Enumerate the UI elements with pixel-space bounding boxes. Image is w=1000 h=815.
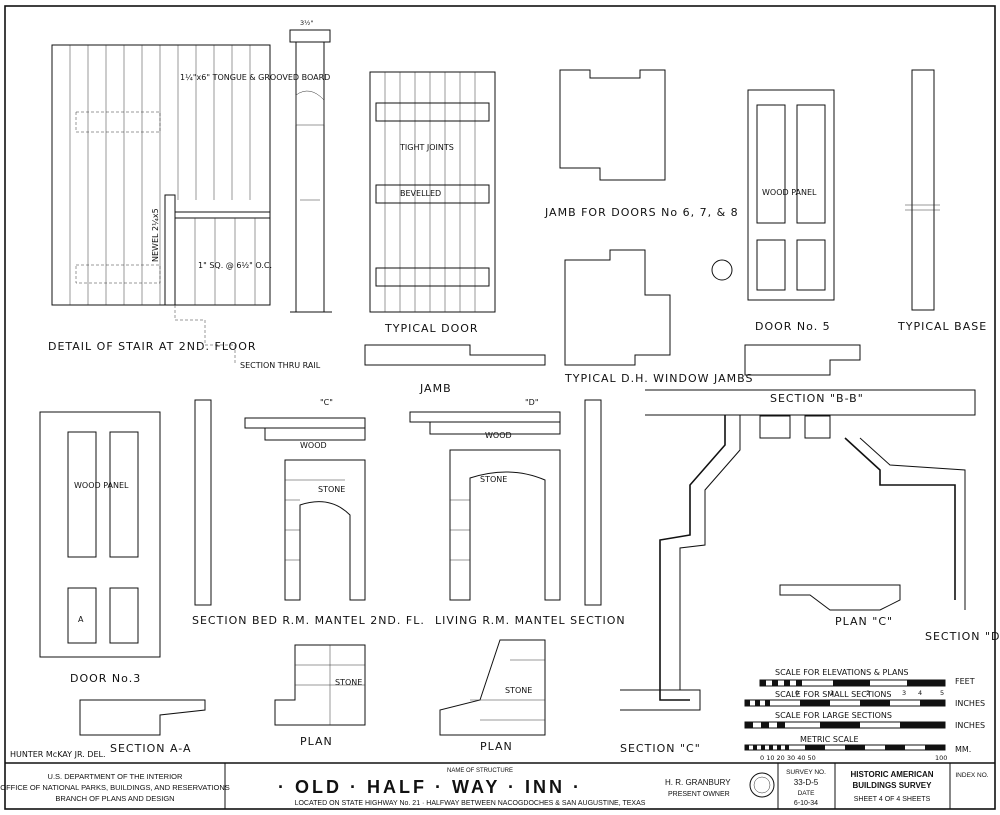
structure-name-label: NAME OF STRUCTURE xyxy=(447,768,513,774)
scale1-label: SCALE FOR ELEVATIONS & PLANS xyxy=(775,668,909,677)
door-note-bevelled: BEVELLED xyxy=(400,189,441,198)
scale4-unit: MM. xyxy=(955,745,971,754)
delineator: HUNTER McKAY JR. DEL. xyxy=(10,750,106,759)
svg-text:5: 5 xyxy=(940,689,944,697)
bed-mantel-title: SECTION BED R.M. MANTEL 2ND. FL. xyxy=(192,614,425,627)
metric-end: 100 xyxy=(935,754,947,762)
rail-section: 3½" xyxy=(289,19,332,313)
stair-note-newel: NEWEL 2¼x5 xyxy=(151,208,160,262)
survey-no: 33-D-5 xyxy=(794,778,819,787)
bed-room-mantel: "C" WOOD STONE SECTION BED R.M. MANTEL 2… xyxy=(192,398,425,627)
rail-dim-top: 3½" xyxy=(300,19,313,27)
section-c-d: PLAN "C" SECTION "D" SECTION "C" xyxy=(620,389,1000,755)
door5-title: DOOR No. 5 xyxy=(755,320,831,333)
typical-base-title: TYPICAL BASE xyxy=(897,320,987,333)
survey-label: SURVEY NO. xyxy=(786,769,826,776)
stair-title: DETAIL OF STAIR AT 2ND. FLOOR xyxy=(48,340,257,353)
svg-text:1: 1 xyxy=(830,689,834,697)
svg-text:2: 2 xyxy=(866,689,870,697)
scale2-label: SCALE FOR SMALL SECTIONS xyxy=(775,690,891,699)
index-label: INDEX NO. xyxy=(955,772,988,779)
door3-title: DOOR No.3 xyxy=(70,672,141,685)
door-3: WOOD PANEL A DOOR No.3 SECTION A-A xyxy=(39,411,206,755)
scale2-unit: INCHES xyxy=(955,699,985,708)
dept-line-1: U.S. DEPARTMENT OF THE INTERIOR xyxy=(48,772,183,781)
jamb-doors-title: JAMB FOR DOORS No 6, 7, & 8 xyxy=(544,206,739,219)
svg-text:3: 3 xyxy=(902,689,906,697)
jamb-title: JAMB xyxy=(419,382,452,395)
section-d-title: SECTION "D" xyxy=(925,630,1000,643)
jamb-for-doors: JAMB FOR DOORS No 6, 7, & 8 xyxy=(544,69,739,219)
scale1-unit: FEET xyxy=(955,677,975,686)
door-5: WOOD PANEL DOOR No. 5 xyxy=(747,89,835,333)
plan-left-title: PLAN xyxy=(300,735,333,748)
section-thru-rail-label: SECTION THRU RAIL xyxy=(240,361,321,370)
plan-right-title: PLAN xyxy=(480,740,513,753)
typical-door-title: TYPICAL DOOR xyxy=(384,322,479,335)
door5-note: WOOD PANEL xyxy=(762,188,817,197)
door3-marker: A xyxy=(78,615,84,624)
plan-right-stone: STONE xyxy=(505,686,532,695)
window-jamb: TYPICAL D.H. WINDOW JAMBS xyxy=(564,249,753,385)
living-room-mantel: "D" WOOD STONE LIVING R.M. MANTEL SECTIO… xyxy=(409,398,626,627)
structure-location: LOCATED ON STATE HIGHWAY No. 21 · HALFWA… xyxy=(295,800,646,807)
plan-left: STONE PLAN xyxy=(274,644,366,748)
bed-mantel-wood: WOOD xyxy=(300,441,327,450)
section-c-title: SECTION "C" xyxy=(620,742,701,755)
stair-note-tongue: 1¼"x6" TONGUE & GROOVED BOARD xyxy=(180,73,330,82)
typical-door: TIGHT JOINTS BEVELLED TYPICAL DOOR JAMB xyxy=(364,71,546,395)
habs-seal-icon xyxy=(749,772,775,798)
section-bb: SECTION "B-B" xyxy=(744,344,864,405)
section-aa-title: SECTION A-A xyxy=(110,742,192,755)
plan-right: STONE PLAN xyxy=(439,639,546,753)
living-mantel-title: LIVING R.M. MANTEL SECTION xyxy=(435,614,626,627)
habs-line-1: HISTORIC AMERICAN xyxy=(850,770,933,779)
stair-detail: 1¼"x6" TONGUE & GROOVED BOARD NEWEL 2¼x5… xyxy=(48,44,330,370)
living-mantel-marker: "D" xyxy=(525,398,539,407)
living-mantel-stone: STONE xyxy=(480,475,507,484)
metric-ticks: 0 10 20 30 40 50 xyxy=(760,754,816,762)
scale4-label: METRIC SCALE xyxy=(800,735,859,744)
typical-base: TYPICAL BASE xyxy=(897,69,987,333)
habs-line-2: BUILDINGS SURVEY xyxy=(853,781,933,790)
date-value: 6-10-34 xyxy=(794,800,818,807)
sheet-border xyxy=(4,5,996,810)
bed-mantel-stone: STONE xyxy=(318,485,345,494)
door-note-tight-joints: TIGHT JOINTS xyxy=(399,143,454,152)
scale3-label: SCALE FOR LARGE SECTIONS xyxy=(775,711,892,720)
section-bb-title: SECTION "B-B" xyxy=(770,392,864,405)
svg-text:4: 4 xyxy=(918,689,922,697)
scale-bars: SCALE FOR ELEVATIONS & PLANS FEET 0 1 2 … xyxy=(744,668,985,762)
owner-label: PRESENT OWNER xyxy=(668,791,730,798)
dept-line-3: BRANCH OF PLANS AND DESIGN xyxy=(55,794,174,803)
stair-note-baluster: 1" SQ. @ 6½" O.C. xyxy=(198,261,272,270)
door3-note: WOOD PANEL xyxy=(74,481,129,490)
bed-mantel-marker: "C" xyxy=(320,398,333,407)
date-label: DATE xyxy=(798,790,816,797)
dept-line-2: OFFICE OF NATIONAL PARKS, BUILDINGS, AND… xyxy=(0,783,230,792)
title-block: U.S. DEPARTMENT OF THE INTERIOR OFFICE O… xyxy=(0,763,989,809)
plan-c-title: PLAN "C" xyxy=(835,615,893,628)
svg-text:0: 0 xyxy=(795,689,799,697)
sheet-count: SHEET 4 OF 4 SHEETS xyxy=(854,796,931,803)
window-jamb-title: TYPICAL D.H. WINDOW JAMBS xyxy=(564,372,753,385)
plan-left-stone: STONE xyxy=(335,678,362,687)
owner-name: H. R. GRANBURY xyxy=(665,778,731,787)
living-mantel-wood: WOOD xyxy=(485,431,512,440)
structure-name: · OLD · HALF · WAY · INN · xyxy=(278,777,582,797)
scale3-unit: INCHES xyxy=(955,721,985,730)
